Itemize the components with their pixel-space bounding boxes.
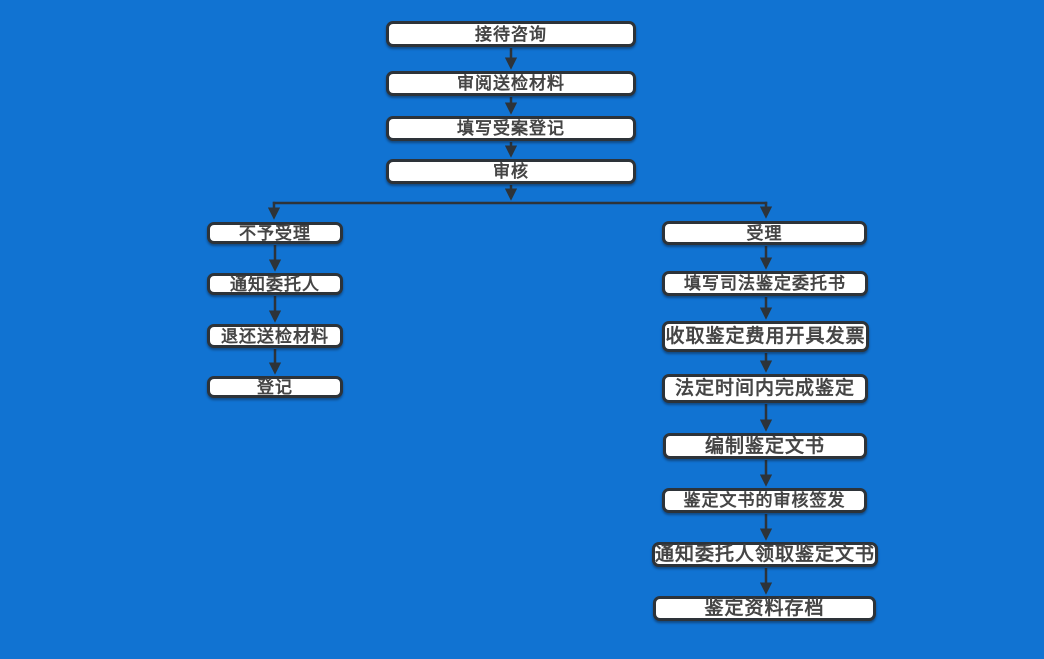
- flow-node-complete-within-legal-time: 法定时间内完成鉴定: [662, 374, 868, 403]
- flow-node-review-sign-document: 鉴定文书的审核签发: [662, 488, 867, 513]
- flow-node-review-materials: 审阅送检材料: [386, 71, 636, 96]
- flow-node-collect-fee-invoice: 收取鉴定费用开具发票: [662, 321, 869, 352]
- flow-node-case-registration: 填写受案登记: [386, 116, 636, 141]
- flow-node-fill-commission-letter: 填写司法鉴定委托书: [662, 271, 868, 296]
- flow-node-notify-client: 通知委托人: [207, 273, 343, 295]
- flow-node-archive-materials: 鉴定资料存档: [653, 596, 876, 621]
- flow-node-accept: 受理: [662, 221, 867, 245]
- flow-node-not-accepted: 不予受理: [207, 222, 343, 244]
- flow-node-register: 登记: [207, 376, 343, 398]
- flow-node-review: 审核: [386, 159, 636, 184]
- flow-node-return-materials: 退还送检材料: [207, 324, 343, 348]
- flow-node-receive-consultation: 接待咨询: [386, 21, 636, 47]
- flow-node-compile-appraisal-document: 编制鉴定文书: [663, 433, 867, 459]
- flow-node-notify-client-collect-document: 通知委托人领取鉴定文书: [652, 542, 878, 567]
